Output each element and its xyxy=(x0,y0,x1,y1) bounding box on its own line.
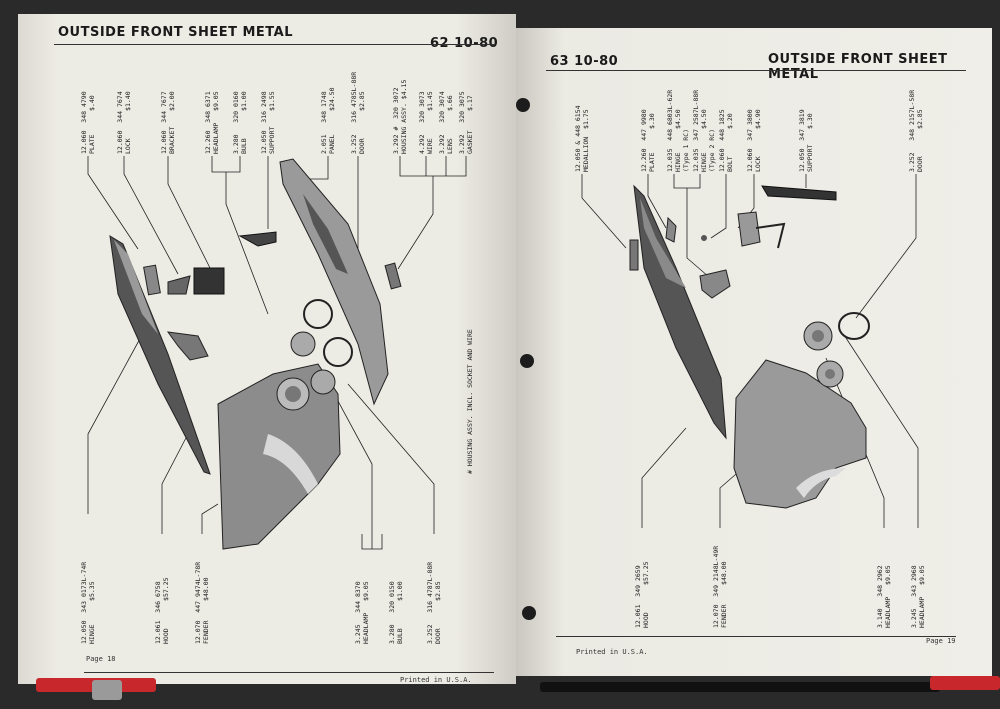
binder-spine xyxy=(540,682,940,692)
right-header-rule xyxy=(546,70,966,71)
left-footer-page: Page 18 xyxy=(86,655,116,663)
right-exploded-diagram xyxy=(581,174,919,528)
right-page-code: 63 10-80 xyxy=(550,54,619,69)
left-footer-rule xyxy=(84,672,494,673)
left-page-title: OUTSIDE FRONT SHEET METAL xyxy=(58,25,294,40)
left-page: OUTSIDE FRONT SHEET METAL 62 10-80 Page … xyxy=(18,14,516,684)
right-footer-rule xyxy=(556,636,956,637)
left-exploded-diagram xyxy=(87,156,467,550)
left-page-code: 62 10-80 xyxy=(430,36,499,51)
metal-clip xyxy=(92,680,122,700)
binder-hole xyxy=(516,98,530,112)
red-binder-clip xyxy=(930,676,1000,690)
binder-hole xyxy=(522,606,536,620)
binder-hole xyxy=(520,354,534,368)
left-footer-print: Printed in U.S.A. xyxy=(400,676,472,684)
right-footer-page: Page 19 xyxy=(926,637,956,645)
right-page: 63 10-80 OUTSIDE FRONT SHEET METAL Print… xyxy=(516,28,992,676)
right-footer-print: Printed in U.S.A. xyxy=(576,648,648,656)
left-header-rule xyxy=(54,44,494,45)
